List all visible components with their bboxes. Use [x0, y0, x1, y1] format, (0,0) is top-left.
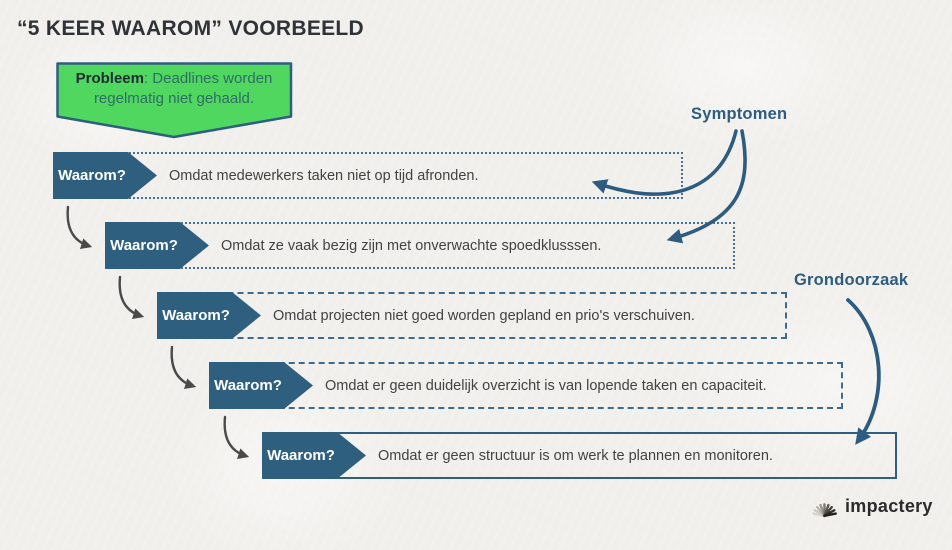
problem-label: Probleem: [75, 70, 144, 87]
connector-arrow-4: [223, 415, 250, 459]
problem-banner: [56, 62, 293, 139]
symptoms-label: Symptomen: [691, 105, 788, 123]
sunburst-icon: [812, 503, 837, 518]
problem-description: : Deadlines worden regelmatig niet gehaa…: [93, 70, 273, 107]
why-label-4: Waarom?: [214, 377, 282, 394]
root-cause-arrow: [846, 298, 881, 445]
answer-text-4: Omdat er geen duidelijk overzicht is van…: [325, 377, 767, 394]
root-cause-label: Grondoorzaak: [794, 271, 909, 289]
why-label-2: Waarom?: [110, 237, 178, 254]
answer-text-2: Omdat ze vaak bezig zijn met onverwachte…: [221, 237, 602, 254]
answer-text-1: Omdat medewerkers taken niet op tijd afr…: [169, 167, 479, 184]
why-label-5: Waarom?: [267, 447, 335, 464]
why-label-3: Waarom?: [162, 307, 230, 324]
why-label-1: Waarom?: [58, 167, 126, 184]
connector-arrow-1: [66, 205, 93, 249]
logo-text: impactery: [845, 496, 933, 516]
logo: impactery: [812, 494, 933, 519]
answer-text-5: Omdat er geen structuur is om werk te pl…: [378, 447, 773, 464]
connector-arrow-3: [170, 345, 197, 389]
connector-arrow-2: [118, 275, 145, 319]
problem-text: Probleem: Deadlines worden regelmatig ni…: [58, 69, 290, 109]
answer-text-3: Omdat projecten niet goed worden gepland…: [273, 307, 695, 324]
page-title: “5 KEER WAAROM” VOORBEELD: [17, 17, 365, 40]
